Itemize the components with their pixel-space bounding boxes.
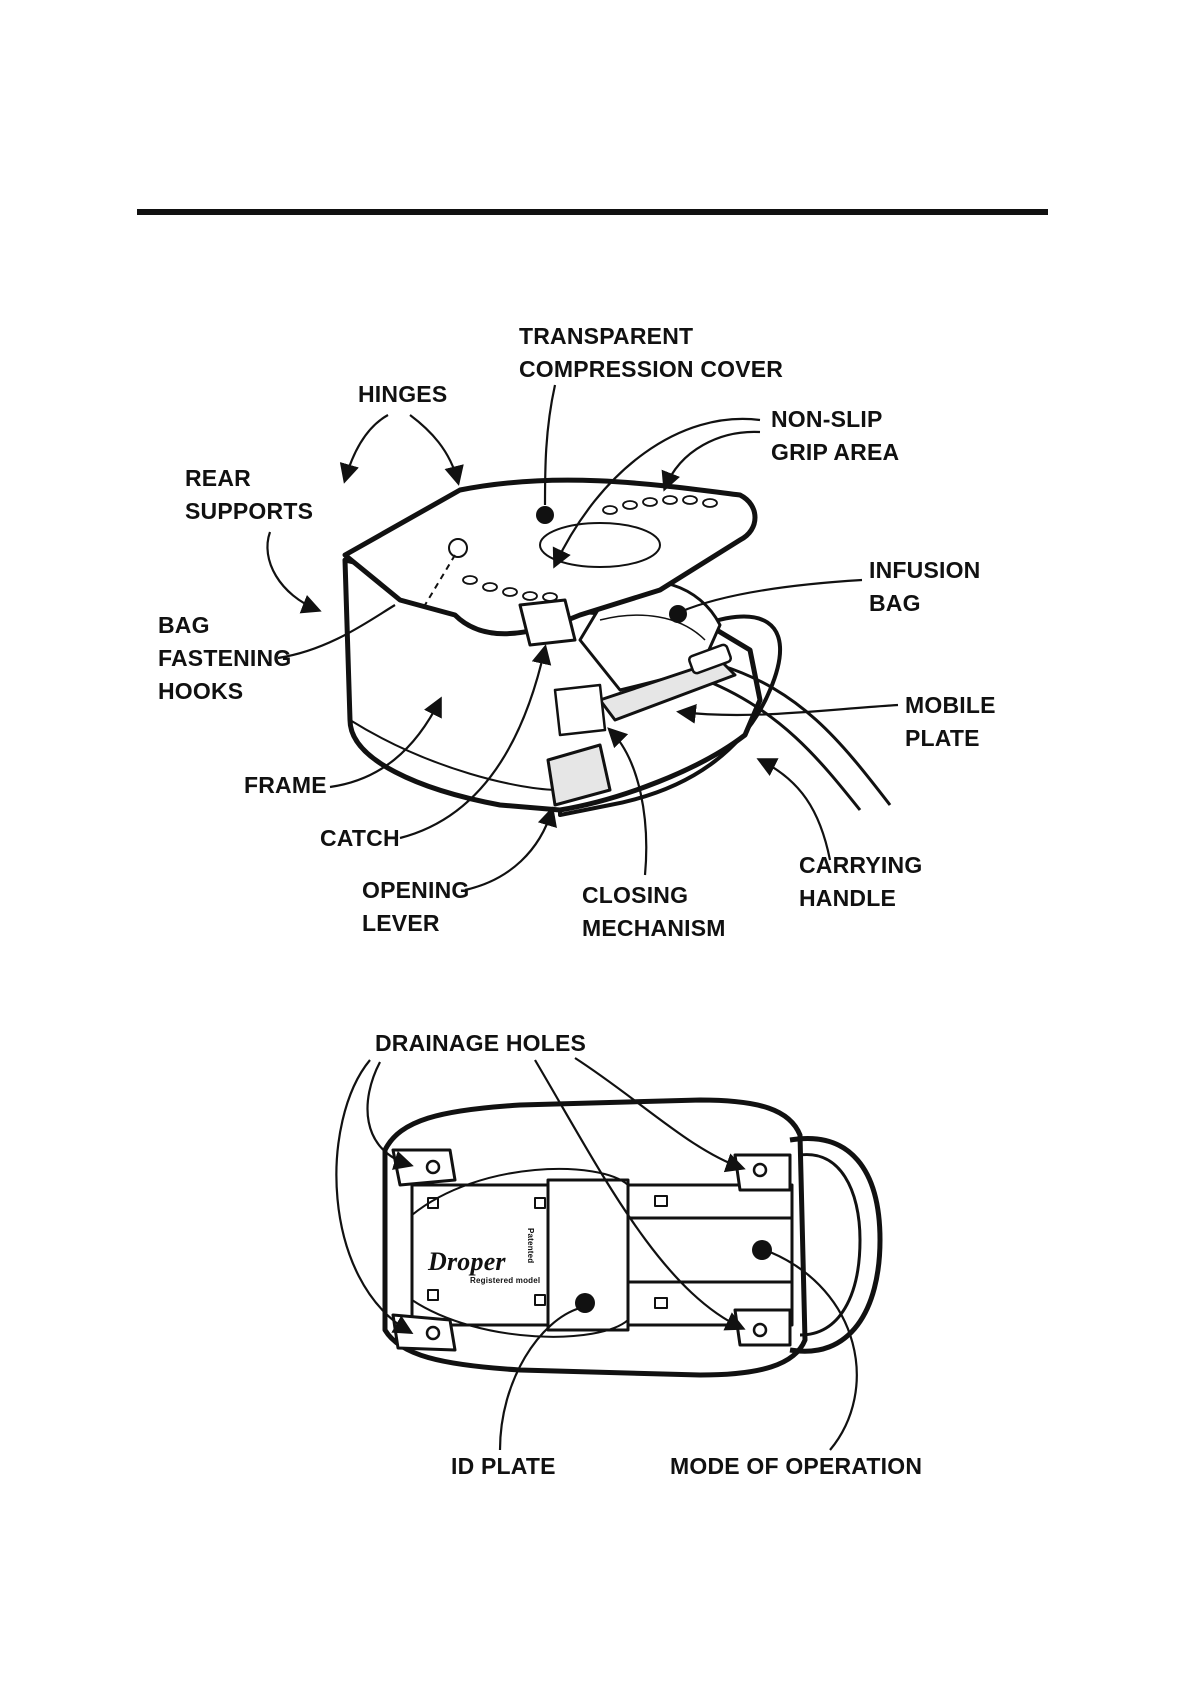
label-bag-hooks-3: HOOKS — [158, 678, 243, 704]
label-carrying-handle-2: HANDLE — [799, 885, 896, 911]
label-opening-lever: OPENING — [362, 877, 469, 903]
label-drainage-holes: DRAINAGE HOLES — [375, 1030, 586, 1056]
label-transparent-cover-2: COMPRESSION COVER — [519, 356, 783, 382]
label-closing-mechanism: CLOSING — [582, 882, 688, 908]
label-carrying-handle: CARRYING — [799, 852, 922, 878]
label-infusion-bag: INFUSION — [869, 557, 981, 583]
label-non-slip: NON-SLIP — [771, 406, 883, 432]
mode-of-operation-dot — [752, 1240, 772, 1260]
leader-carrying-handle — [760, 760, 830, 860]
label-non-slip-2: GRIP AREA — [771, 439, 899, 465]
catch-shape — [520, 600, 575, 645]
label-transparent-cover: TRANSPARENT — [519, 323, 693, 349]
logo-registered: Registered model — [470, 1276, 540, 1285]
label-catch: CATCH — [320, 825, 400, 851]
leader-non-slip — [665, 432, 760, 488]
label-id-plate: ID PLATE — [451, 1453, 556, 1479]
label-hinges: HINGES — [358, 381, 447, 407]
label-opening-lever-2: LEVER — [362, 910, 440, 936]
logo-brand: Droper — [427, 1247, 506, 1276]
leader-rear-supports — [267, 532, 318, 610]
label-closing-mechanism-2: MECHANISM — [582, 915, 726, 941]
label-mode-of-operation: MODE OF OPERATION — [670, 1453, 922, 1479]
label-bag-hooks: BAG — [158, 612, 210, 638]
bottom-view-device — [385, 1100, 880, 1375]
label-mobile-plate-2: PLATE — [905, 725, 980, 751]
logo-patented: Patented — [526, 1228, 535, 1263]
leader-hinges-left — [345, 415, 388, 480]
leader-hinges-right — [410, 415, 458, 482]
closing-mechanism-shape — [555, 685, 605, 735]
label-rear-supports: REAR — [185, 465, 251, 491]
id-plate-dot — [575, 1293, 595, 1313]
label-mobile-plate: MOBILE — [905, 692, 996, 718]
label-frame: FRAME — [244, 772, 327, 798]
label-rear-supports-2: SUPPORTS — [185, 498, 313, 524]
leader-opening-lever — [465, 810, 552, 890]
label-bag-hooks-2: FASTENING — [158, 645, 291, 671]
label-infusion-bag-2: BAG — [869, 590, 921, 616]
top-view-device — [345, 480, 890, 815]
